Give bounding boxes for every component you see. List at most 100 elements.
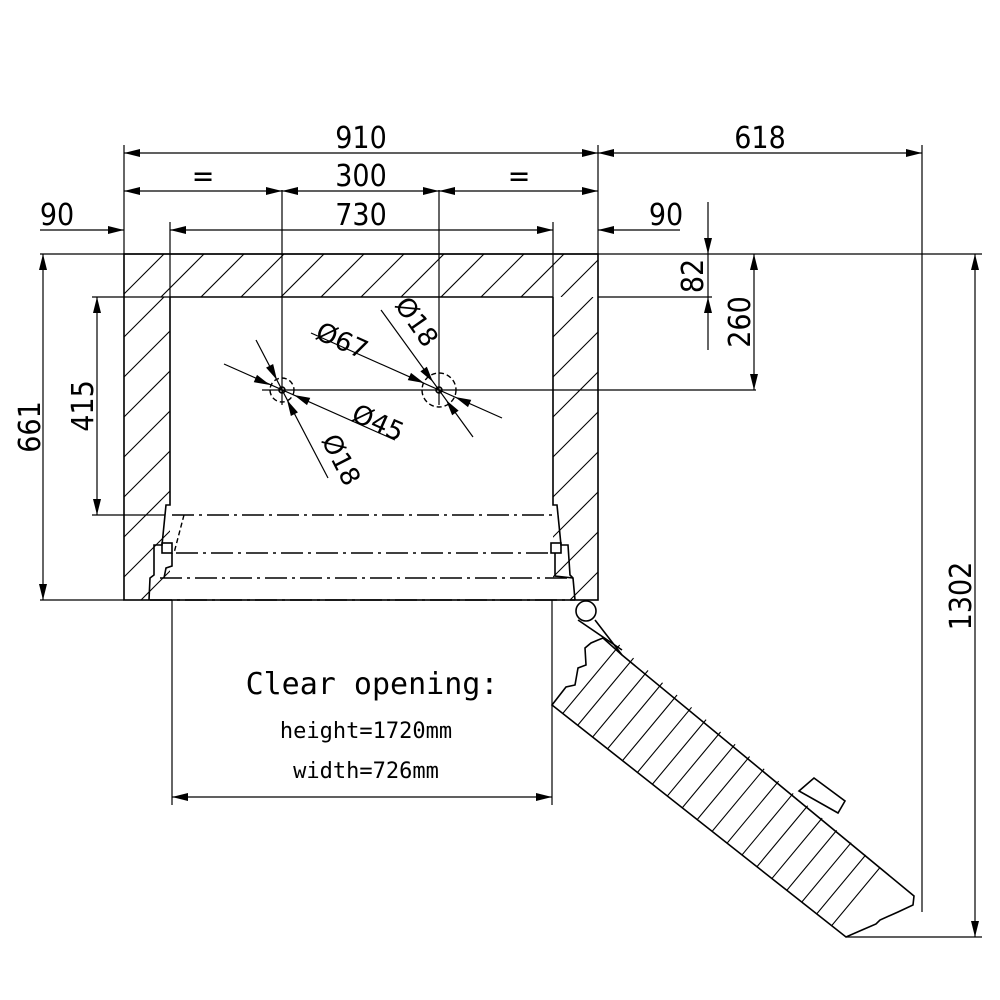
callout-diameter-18-bottom: Ø18 — [315, 430, 366, 491]
hatch-line — [601, 254, 644, 297]
callout-diameter-67: Ø67 — [311, 317, 372, 366]
dim-inner-width: 730 — [335, 198, 387, 233]
dim-right-wall: 90 — [649, 198, 683, 233]
door-hatch-line — [802, 851, 894, 937]
door-hatch-line — [773, 827, 864, 936]
arrowhead-icon — [108, 226, 124, 234]
arrowhead-icon — [537, 226, 553, 234]
door-hatch-line — [788, 839, 879, 937]
dim-door-swing: 618 — [734, 121, 786, 156]
dimension-labels: 910 300 = = 730 90 90 618 82 260 415 661… — [13, 121, 979, 630]
hatch-line — [124, 410, 170, 458]
door-hatch-line — [714, 778, 806, 888]
hatch-line — [461, 297, 764, 600]
hatch-line — [810, 297, 1000, 600]
clear-opening-note: Clear opening: height=1720mm width=726mm — [246, 667, 499, 784]
arrowhead-icon — [704, 297, 712, 313]
hatch-line — [140, 570, 170, 600]
door-hatch-line — [758, 815, 850, 924]
door-hatch-line — [597, 681, 689, 791]
hatch-line — [400, 254, 445, 297]
arrowhead-icon — [750, 374, 758, 390]
arrowhead-icon — [93, 297, 101, 313]
arrowhead-icon — [407, 372, 424, 383]
hatch-line — [730, 297, 1000, 600]
hatch-line — [553, 331, 598, 378]
arrowhead-icon — [253, 374, 270, 385]
arrowhead-icon — [750, 254, 758, 270]
hatch-top — [124, 254, 644, 297]
hatch-right — [553, 297, 1000, 600]
door-hatch-line — [568, 657, 660, 766]
hole-right-pin — [435, 386, 443, 394]
arrowhead-icon — [39, 254, 47, 270]
hatch-line — [890, 297, 1000, 600]
hatch-line — [124, 254, 125, 255]
hatch-line — [770, 297, 1000, 600]
hatch-line — [240, 254, 285, 297]
hatch-line — [320, 254, 365, 297]
hatch-line — [124, 254, 165, 295]
arrowhead-icon — [93, 499, 101, 515]
arrowhead-icon — [906, 149, 922, 157]
hole-left-pin — [278, 386, 286, 394]
dim-total-depth: 1302 — [944, 562, 979, 631]
hatch-line — [280, 254, 325, 297]
door-hatch-line — [641, 718, 733, 827]
arrowhead-icon — [582, 187, 598, 195]
door-hatch-line — [744, 803, 835, 912]
dim-hole-offset: 260 — [723, 296, 758, 348]
mounting-holes — [223, 190, 756, 479]
hatch-line — [360, 254, 405, 297]
hole-right-outer — [421, 372, 457, 408]
arrowhead-icon — [172, 793, 188, 801]
arrowhead-icon — [124, 149, 140, 157]
hatch-line — [160, 254, 205, 297]
arrowhead-icon — [282, 187, 298, 195]
arrowhead-icon — [598, 149, 614, 157]
arrowhead-icon — [971, 921, 979, 937]
dim-overall-width: 910 — [335, 121, 387, 156]
hatch-line — [221, 297, 524, 600]
dim-equal-right: = — [508, 159, 531, 194]
hatch-line — [520, 254, 565, 297]
arrowhead-icon — [170, 226, 186, 234]
hatch-line — [850, 297, 1000, 600]
hatch-line — [553, 297, 554, 298]
arrowhead-icon — [704, 238, 712, 254]
cabinet-walls — [123, 253, 1000, 601]
door-frame — [148, 514, 576, 601]
hatch-line — [560, 259, 598, 297]
door-leaf — [550, 600, 915, 938]
arrowhead-icon — [455, 397, 472, 408]
door-hatch-line — [729, 790, 821, 900]
arrowhead-icon — [446, 400, 459, 416]
note-width: width=726mm — [293, 759, 439, 784]
arrowhead-icon — [294, 395, 311, 406]
note-title: Clear opening: — [246, 667, 499, 702]
dimension-lines — [39, 145, 982, 938]
dim-top-wall: 82 — [676, 259, 711, 293]
hatch-line — [200, 254, 245, 297]
hatch-left — [124, 297, 764, 600]
arrowhead-icon — [266, 187, 282, 195]
note-height: height=1720mm — [280, 719, 452, 744]
callout-diameter-45: Ø45 — [347, 399, 408, 448]
dim-overall-depth: 661 — [13, 401, 48, 453]
hatch-line — [480, 254, 525, 297]
hatch-line — [124, 530, 170, 578]
door-hatch-line — [552, 642, 616, 730]
dim-equal-left: = — [192, 159, 215, 194]
dim-inner-depth: 415 — [66, 380, 101, 432]
hatch-line — [553, 531, 598, 578]
hinge-icon — [575, 600, 597, 622]
arrowhead-icon — [971, 254, 979, 270]
hatch-line — [553, 411, 598, 458]
dim-hole-spacing: 300 — [335, 159, 387, 194]
callout-diameter-18-top: Ø18 — [388, 292, 443, 353]
arrowhead-icon — [582, 149, 598, 157]
door-hatch-line — [554, 645, 645, 754]
hatch-line — [124, 330, 170, 378]
hatch-line — [610, 297, 913, 600]
